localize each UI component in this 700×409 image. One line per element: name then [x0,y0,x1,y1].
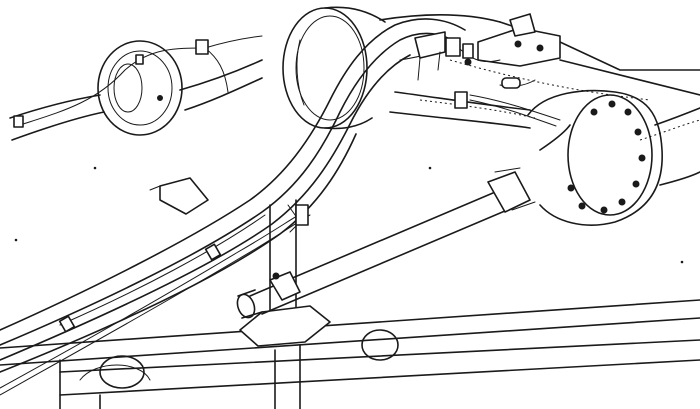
frame-side-rail [0,18,466,373]
rear-differential [389,89,700,226]
spring-hanger [414,31,446,81]
brake-drum [282,6,386,130]
specks [14,166,684,264]
brake-line-run [0,209,311,396]
upper-housing [379,13,700,101]
inset-axle-housing [9,35,263,141]
center-post [239,199,331,409]
gusset-plate [149,177,209,215]
drive-shaft [236,167,536,319]
brake-line-junction [399,37,561,127]
crossmember [0,299,700,409]
